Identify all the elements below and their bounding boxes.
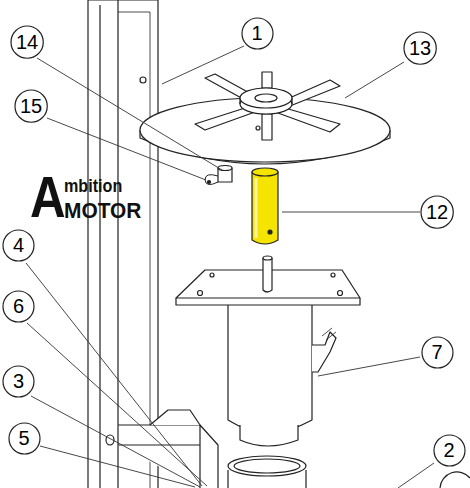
- callout-ring: [3, 230, 34, 261]
- drawing-stroke: [345, 62, 404, 98]
- drawing-stroke: [150, 410, 200, 425]
- drawing-stroke: [263, 256, 272, 260]
- drawing-stroke: [40, 446, 195, 487]
- drawing-stroke: [263, 258, 272, 292]
- callout-circle: 7: [421, 336, 454, 369]
- drawing-stroke: [331, 273, 335, 277]
- drawing-stroke: [322, 328, 336, 340]
- drawing-stroke: [268, 230, 272, 234]
- drawing-stroke: [228, 305, 312, 433]
- callout-number: 14: [16, 32, 38, 52]
- callout-circle: 14: [10, 25, 44, 59]
- drawing-stroke: [210, 273, 214, 277]
- drawing-stroke: [256, 126, 260, 130]
- drawing-stroke: [118, 12, 150, 488]
- callout-ring: [242, 18, 273, 49]
- drawing-stroke: [282, 212, 420, 213]
- callout-circle: 3: [2, 365, 35, 398]
- callout-circle: 12: [420, 195, 454, 229]
- drawing-stroke: [440, 472, 470, 488]
- drawing-stroke: [31, 396, 200, 487]
- drawing-stroke: [278, 108, 340, 132]
- callout-circle: 1: [241, 17, 274, 50]
- drawing-stroke: [26, 263, 202, 486]
- drawing-stroke: [195, 108, 255, 130]
- drawing-stroke: [218, 166, 232, 171]
- callout-number: 13: [409, 38, 431, 58]
- callout-ring: [404, 32, 436, 64]
- drawing-stroke: [234, 459, 300, 473]
- drawing-stroke: [37, 58, 222, 170]
- drawing-stroke: [240, 88, 292, 108]
- callout-ring: [421, 196, 453, 228]
- drawing-stroke: [205, 175, 218, 185]
- callout-number: 7: [431, 342, 442, 362]
- drawing-stroke: [240, 425, 298, 446]
- watermark: A: [30, 168, 66, 226]
- callout-number: 12: [426, 202, 448, 222]
- callout-ring: [434, 435, 465, 466]
- drawing-stroke: [338, 291, 343, 296]
- callout-ring: [422, 337, 453, 368]
- drawing-stroke: [285, 80, 340, 106]
- drawing-stroke: [88, 0, 158, 488]
- drawing-stroke: [208, 181, 211, 184]
- drawing-stroke: [312, 332, 336, 372]
- callout-number: 1: [251, 23, 262, 43]
- callout-number: 15: [20, 96, 42, 116]
- callout-number: 3: [13, 371, 24, 391]
- callout-ring: [3, 291, 34, 322]
- drawing-stroke: [198, 291, 203, 296]
- callout-number: 6: [13, 296, 24, 316]
- callout-circle: 15: [14, 89, 48, 123]
- drawing-stroke: [252, 168, 278, 176]
- drawing-stroke: [140, 77, 146, 83]
- callout-number: 2: [443, 440, 454, 460]
- drawing-stroke: [88, 0, 390, 488]
- callout-circle: 5: [8, 422, 41, 455]
- callout-number: 5: [18, 428, 29, 448]
- drawing-stroke: [118, 425, 218, 488]
- callout-ring: [3, 366, 34, 397]
- drawing-stroke: [262, 72, 272, 88]
- drawing-stroke: [162, 46, 244, 84]
- callout-number: 4: [13, 235, 24, 255]
- watermark: MOTOR: [64, 200, 141, 222]
- watermark: mbition: [64, 176, 122, 195]
- drawing-stroke: [262, 114, 272, 140]
- drawing-stroke: [27, 323, 207, 486]
- callout-circle: 2: [433, 434, 466, 467]
- callout-circle: 4: [2, 229, 35, 262]
- callout-ring: [11, 26, 43, 58]
- drawing-stroke: [176, 298, 360, 305]
- drawing-stroke: [398, 463, 434, 488]
- drawing-stroke: [255, 94, 277, 102]
- drawing-stroke: [26, 46, 434, 488]
- callout-ring: [15, 90, 47, 122]
- callout-ring: [9, 423, 40, 454]
- drawing-stroke: [252, 172, 278, 244]
- drawing-stroke: [228, 456, 306, 476]
- drawing-stroke: [318, 357, 420, 376]
- drawing-stroke: [47, 118, 206, 180]
- callout-circle: 13: [403, 31, 437, 65]
- callout-circle: 6: [2, 290, 35, 323]
- drawing-stroke: [255, 178, 258, 238]
